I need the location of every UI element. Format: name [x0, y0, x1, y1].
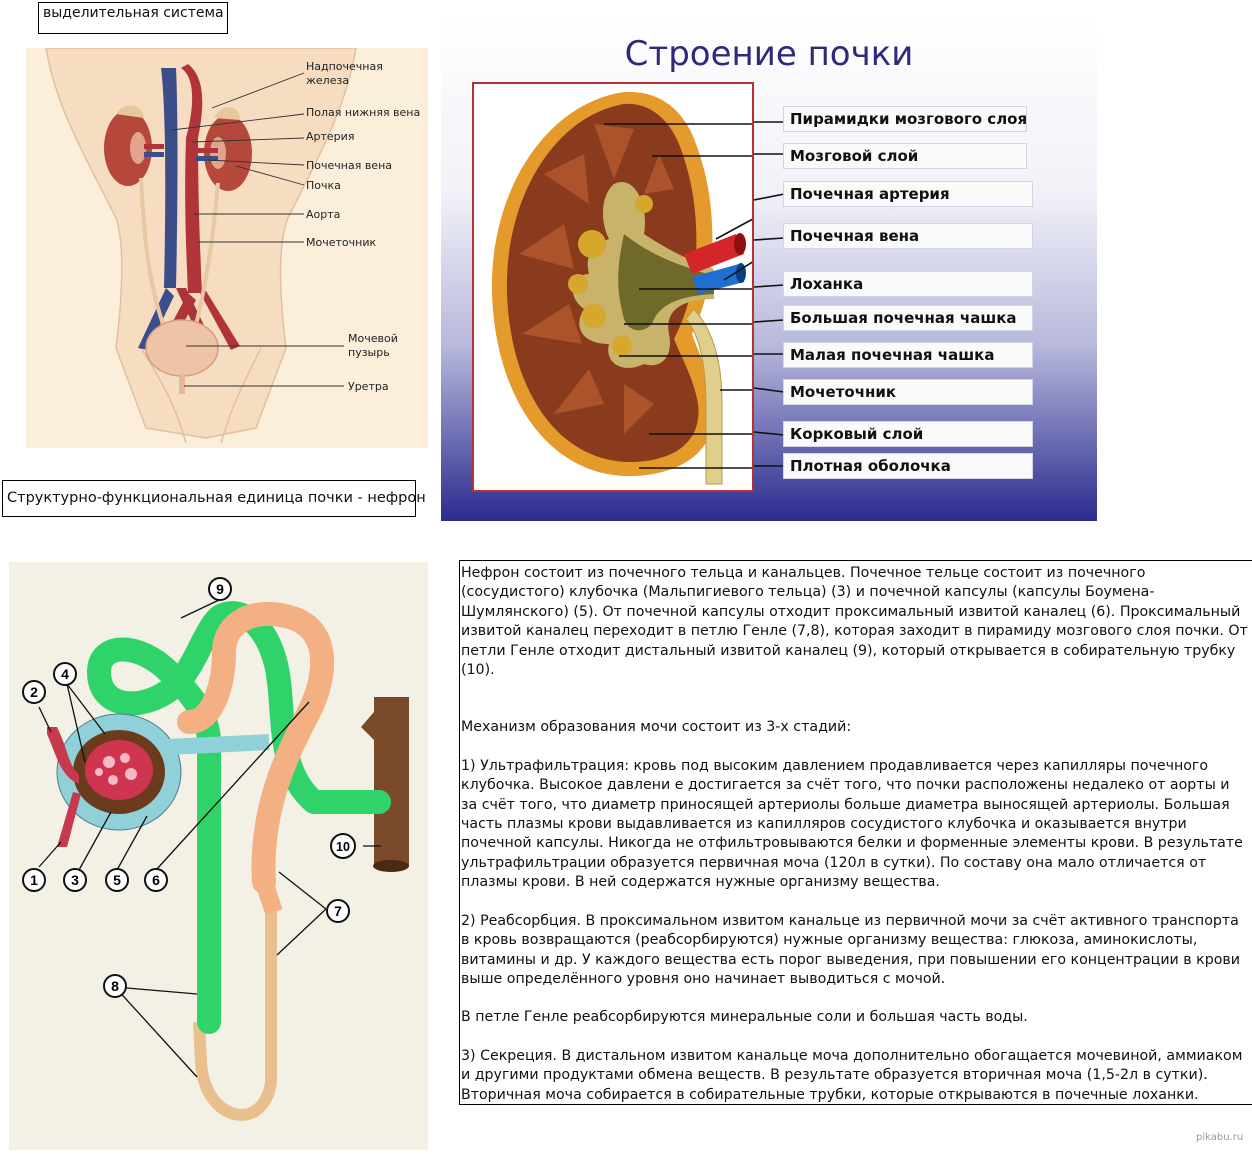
marker-4: 4 [61, 666, 69, 682]
body-illustration [45, 47, 357, 444]
label-medulla: Мозговой слой [783, 143, 1027, 169]
marker-8-circle [103, 974, 127, 998]
text-paragraph-5: В петле Генле реабсорбируются минеральны… [461, 1009, 1028, 1026]
collecting-duct [374, 697, 409, 867]
label-urethra: Уретра [348, 380, 389, 393]
marker-3-circle [63, 868, 87, 892]
nephron-diagram: 1 2 3 4 5 6 7 8 9 10 [9, 562, 428, 1150]
bladder [145, 319, 219, 377]
distal-tubule [87, 601, 391, 1034]
marker-10-circle [330, 833, 356, 859]
ureter-tube [685, 308, 723, 485]
medullary-pyramids [519, 124, 674, 434]
text-paragraph-4: 2) Реабсорбция. В проксимальном извитом … [461, 912, 1240, 987]
slide-title: Строение почки [624, 34, 914, 74]
thin-loop [193, 902, 277, 1121]
marker-9-circle [208, 577, 232, 601]
marker-1: 1 [30, 872, 38, 888]
label-artery: Артерия [306, 130, 355, 143]
efferent-arteriole [57, 792, 81, 847]
nephron-caption: Структурно-функциональная единица почки … [2, 480, 426, 517]
vena-cava [161, 68, 178, 288]
nephron-number-markers: 1 2 3 4 5 6 7 8 9 10 [22, 577, 356, 998]
label-medullary-pyramids: Пирамидки мозгового слоя [783, 106, 1027, 132]
marker-7-circle [326, 899, 350, 923]
ureter [139, 177, 168, 334]
label-aorta: Аорта [306, 208, 341, 221]
marker-2-circle [22, 680, 46, 704]
label-renal-artery: Почечная артерия [783, 181, 1033, 207]
section-label-excretory: выделительная система [38, 2, 228, 34]
label-renal-pelvis: Лоханка [783, 271, 1033, 297]
marker-3: 3 [71, 872, 79, 888]
label-minor-calyx: Малая почечная чашка [783, 342, 1033, 368]
slide-connector-lines [754, 121, 784, 467]
urethra [179, 374, 185, 394]
label-major-calyx: Большая почечная чашка [783, 305, 1033, 331]
marker-2: 2 [30, 684, 38, 700]
text-paragraph-6: 3) Секреция. В дистальном извитом каналь… [461, 1047, 1243, 1103]
label-kidney: Почка [306, 179, 341, 192]
marker-1-circle [22, 868, 46, 892]
label-fibrous-capsule: Плотная оболочка [783, 453, 1033, 479]
renal-vein [692, 264, 744, 294]
label-ureter: Мочеточник [306, 236, 377, 249]
marker-8: 8 [111, 978, 119, 994]
right-kidney [204, 115, 252, 191]
label-adrenal: Надпочечная железа [306, 60, 383, 87]
marker-7: 7 [334, 903, 342, 919]
excretory-system-diagram: Надпочечная железа Полая нижняя вена Арт… [26, 47, 428, 448]
label-bladder: Мочевой пузырь [348, 332, 398, 359]
renal-artery [684, 234, 744, 274]
label-cortex: Корковый слой [783, 421, 1033, 447]
watermark: pikabu.ru [1196, 1132, 1244, 1143]
label-renal-vein: Почечная вена [306, 159, 392, 172]
kidney-section-illustration [491, 91, 785, 485]
marker-5-circle [105, 868, 129, 892]
afferent-arteriole [47, 727, 79, 784]
marker-9: 9 [216, 581, 224, 597]
text-paragraph-3: 1) Ультрафильтрация: кровь под высоким д… [461, 757, 1243, 891]
label-ureter-slide: Мочеточник [783, 379, 1033, 405]
marker-10: 10 [336, 840, 350, 854]
nephron-leader-lines [38, 599, 381, 1078]
text-paragraph-2: Механизм образования мочи состоит из 3-х… [461, 719, 852, 736]
adrenal-gland [116, 105, 144, 118]
marker-6: 6 [152, 872, 160, 888]
nephron-text-panel: Нефрон состоит из почечного тельца и кан… [459, 560, 1252, 1105]
aorta [181, 64, 203, 293]
proximal-tubule [177, 601, 335, 894]
nephron-illustration: 1 2 3 4 5 6 7 8 9 10 [22, 577, 409, 1121]
minor-calyces [568, 195, 653, 356]
label-renal-vein: Почечная вена [783, 223, 1033, 249]
marker-6-circle [144, 868, 168, 892]
kidney-image-frame [472, 82, 785, 492]
leader-lines [171, 72, 344, 387]
left-kidney [104, 110, 152, 186]
renal-pelvis [618, 234, 714, 331]
label-ivc: Полая нижняя вена [306, 106, 421, 119]
marker-4-circle [53, 662, 77, 686]
glomerulus [85, 740, 153, 800]
marker-5: 5 [113, 872, 121, 888]
text-paragraph-1: Нефрон состоит из почечного тельца и кан… [461, 565, 1248, 679]
capillary-loops [95, 753, 137, 785]
